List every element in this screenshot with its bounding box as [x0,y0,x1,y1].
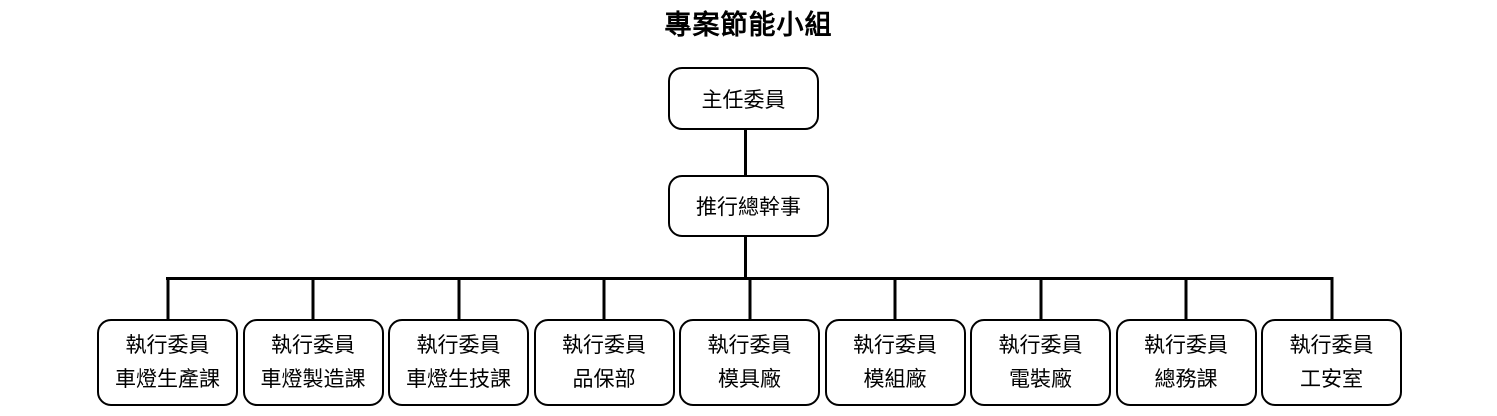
member-dept: 模組廠 [863,367,927,391]
member-dept: 電裝廠 [1009,367,1072,391]
member-dept: 車燈生產課 [115,367,220,391]
org-node-member: 執行委員 車燈生技課 [388,277,529,406]
connector-chairman-secretary [744,129,747,176]
page-title: 專案節能小組 [664,10,833,40]
member-box: 執行委員 車燈生技課 [388,319,529,406]
member-role: 執行委員 [416,333,501,357]
member-dept: 車燈製造課 [260,367,366,391]
member-box: 執行委員 車燈製造課 [242,319,384,406]
member-role: 執行委員 [271,333,355,357]
org-node-secretary-label: 推行總幹事 [696,196,801,219]
member-role: 執行委員 [707,333,792,357]
org-node-member: 執行委員 車燈製造課 [242,277,384,406]
member-dept: 車燈生技課 [406,367,511,391]
org-node-chairman-label: 主任委員 [701,88,786,112]
org-node-member: 執行委員 品保部 [533,277,675,406]
org-node-member: 執行委員 模具廠 [679,277,820,406]
connector-stub [1039,277,1042,319]
connector-stub [893,277,897,319]
member-box: 執行委員 電裝廠 [970,319,1111,406]
org-node-member: 執行委員 模組廠 [824,277,966,406]
member-role: 執行委員 [1289,333,1374,357]
member-dept: 工安室 [1300,367,1363,391]
member-role: 執行委員 [125,333,210,357]
connector-stub [748,277,751,319]
connector-stub [166,277,169,319]
member-box: 執行委員 總務課 [1115,319,1257,406]
member-box: 執行委員 模具廠 [679,319,820,406]
member-dept: 模具廠 [718,367,781,391]
member-role: 執行委員 [853,333,937,357]
org-node-chairman: 主任委員 [668,67,819,130]
connector-stub [602,277,606,319]
member-box: 執行委員 模組廠 [824,319,966,406]
member-role: 執行委員 [998,333,1083,357]
member-box: 執行委員 工安室 [1261,319,1402,406]
connector-stub [311,277,315,319]
connector-stub [1330,277,1333,319]
member-dept: 總務課 [1154,367,1218,391]
org-node-secretary: 推行總幹事 [668,175,829,237]
org-node-member: 執行委員 車燈生產課 [97,277,238,406]
connector-stub [457,277,460,319]
member-role: 執行委員 [1144,333,1228,357]
org-node-member: 執行委員 電裝廠 [970,277,1111,406]
member-box: 執行委員 車燈生產課 [97,319,238,406]
member-dept: 品保部 [572,367,636,391]
connector-secretary-bus [744,236,747,280]
member-box: 執行委員 品保部 [533,319,675,406]
connector-stub [1184,277,1188,319]
org-node-member: 執行委員 總務課 [1115,277,1257,406]
member-row: 執行委員 車燈生產課 執行委員 車燈製造課 執行委員 車燈生技課 執行委員 品保… [97,277,1402,406]
member-role: 執行委員 [562,333,646,357]
org-node-member: 執行委員 工安室 [1261,277,1402,406]
